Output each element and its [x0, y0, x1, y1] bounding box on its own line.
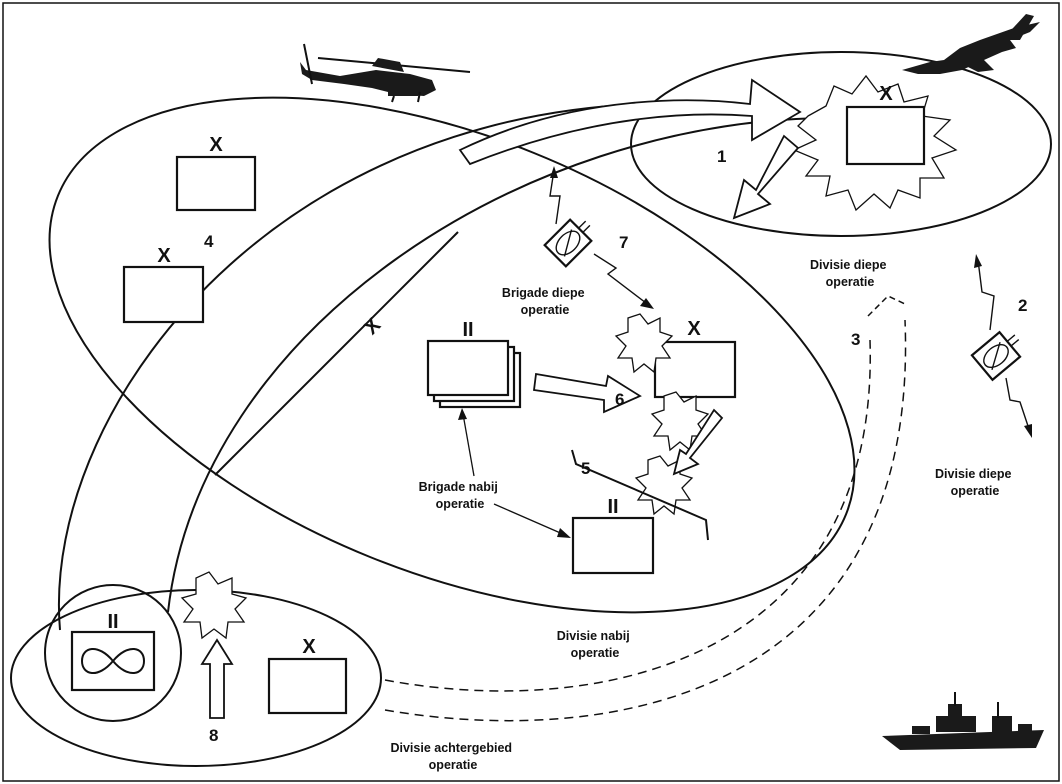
battalion-box-bottom — [571, 516, 655, 575]
obstacle-bracket — [571, 449, 709, 541]
ref-number-3: 3 — [851, 330, 860, 349]
rear-fire-arrow — [200, 638, 234, 719]
caption-divisie-achtergebied: Divisie achtergebied operatie — [390, 741, 515, 772]
enemy-brigade-box-center — [653, 340, 737, 399]
battalion-box-stacked — [426, 339, 510, 397]
leader-to-stacked-box — [462, 413, 475, 477]
leader-to-bottom-box-tip — [557, 528, 571, 538]
brigade-box-2 — [122, 265, 205, 324]
dashed-route-upper — [384, 339, 871, 692]
deep-attack-arrow — [458, 78, 802, 166]
brigade-uav-unit — [543, 218, 593, 268]
ref-number-5: 5 — [581, 459, 590, 478]
ref-number-4: 4 — [204, 232, 214, 251]
ref-number-7: 7 — [619, 233, 628, 252]
caption-divisie-diepe-right-line1: Divisie diepe — [935, 467, 1011, 481]
caption-divisie-nabij: Divisie nabij operatie — [557, 629, 633, 660]
division-uav-signal-down — [1005, 377, 1031, 433]
caption-divisie-diepe-top: Divisie diepe operatie — [810, 258, 890, 289]
ref-number-8: 8 — [209, 726, 218, 745]
impact-burst-2 — [650, 391, 710, 452]
caption-divisie-nabij-line2: operatie — [571, 646, 620, 660]
caption-brigade-nabij: Brigade nabij operatie — [419, 480, 502, 511]
brigade-uav-signal-down — [593, 253, 651, 307]
signal-unit-mark: II — [107, 611, 118, 633]
impact-burst-1 — [614, 313, 674, 374]
infinity-signal-unit-icon — [70, 630, 156, 692]
brigade-uav-signal-up-tip — [550, 166, 558, 178]
deep-operation-zone — [630, 51, 1052, 237]
brigade-mark-2: X — [157, 245, 171, 267]
caption-brigade-nabij-line2: operatie — [436, 497, 485, 511]
caption-divisie-diepe-right-line2: operatie — [951, 484, 1000, 498]
boundary-brigade-mark: X — [360, 314, 385, 339]
ref-number-1: 1 — [717, 147, 726, 166]
caption-brigade-nabij-line1: Brigade nabij — [419, 480, 498, 494]
rear-inner-circle — [44, 584, 182, 722]
fighter-jet-icon — [902, 14, 1040, 74]
division-uav-unit — [970, 330, 1022, 382]
caption-divisie-achtergebied-line1: Divisie achtergebied — [390, 741, 512, 755]
caption-divisie-diepe-top-line2: operatie — [826, 275, 875, 289]
caption-brigade-diepe-line1: Brigade diepe — [502, 286, 585, 300]
caption-divisie-nabij-line1: Divisie nabij — [557, 629, 630, 643]
leader-to-bottom-box — [493, 503, 566, 536]
brigade-uav-signal-down-tip — [640, 298, 654, 309]
rear-to-deep-arc-outer — [57, 102, 761, 631]
attack-helicopter-icon — [300, 43, 471, 103]
division-uav-signal-down-tip — [1024, 424, 1032, 438]
enemy-brigade-mark-center: X — [687, 318, 701, 340]
brigade-uav-signal-up — [549, 169, 561, 225]
rear-burst — [180, 571, 248, 640]
warship-icon — [882, 692, 1044, 750]
dashed-route-head — [867, 295, 906, 317]
brigade-box-1 — [175, 155, 257, 212]
brigade-boundary-line — [214, 231, 459, 476]
deep-retreat-arrow — [732, 134, 800, 220]
caption-divisie-diepe-top-line1: Divisie diepe — [810, 258, 886, 272]
counter-attack-arrow — [672, 408, 724, 476]
deep-target-mark: X — [879, 83, 893, 105]
dashed-route-lower — [384, 319, 907, 722]
battalion-mark-bottom: II — [607, 496, 618, 518]
brigade-attack-arrow — [532, 372, 642, 414]
division-uav-signal-up — [977, 259, 995, 331]
battalion-mark-stacked: II — [462, 319, 473, 341]
brigade-mark-rear: X — [302, 636, 316, 658]
rear-to-deep-arc-inner — [167, 117, 831, 613]
caption-divisie-achtergebied-line2: operatie — [429, 758, 478, 772]
leader-to-stacked-box-tip — [458, 408, 467, 420]
ref-number-2: 2 — [1018, 296, 1027, 315]
division-uav-signal-up-tip — [974, 254, 982, 268]
close-operation-zone — [48, 96, 856, 614]
caption-divisie-diepe-right: Divisie diepe operatie — [935, 467, 1015, 498]
ref-number-6: 6 — [615, 390, 624, 409]
brigade-box-rear — [267, 657, 348, 715]
brigade-mark-1: X — [209, 134, 223, 156]
deep-target-box — [845, 105, 926, 166]
caption-brigade-diepe: Brigade diepe operatie — [502, 286, 588, 317]
caption-brigade-diepe-line2: operatie — [521, 303, 570, 317]
